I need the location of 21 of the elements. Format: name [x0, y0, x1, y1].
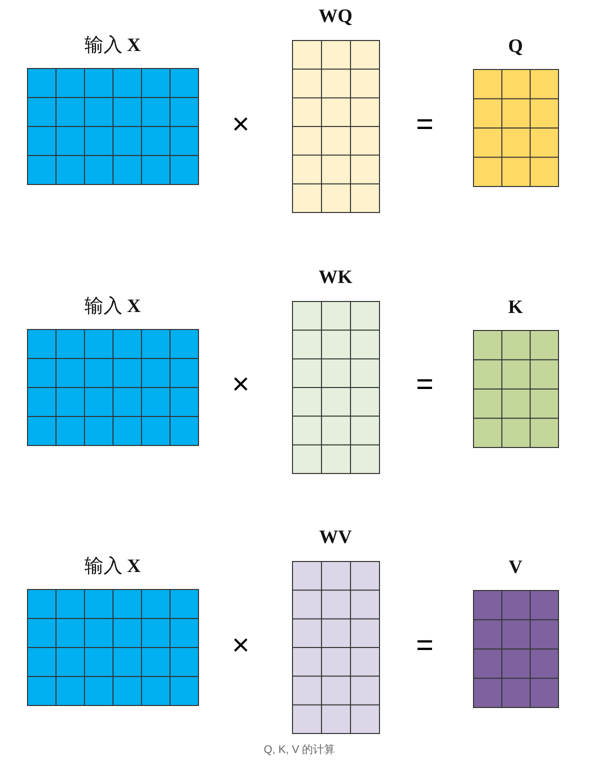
- matrix-label: Q: [507, 36, 524, 58]
- matrix: [27, 296, 198, 445]
- matrix: [27, 35, 198, 184]
- matrix-label: V: [508, 557, 524, 579]
- equals-sign: =: [416, 110, 434, 140]
- matrix-label: WV: [318, 527, 353, 549]
- matrix-label: 输入 X: [83, 296, 142, 318]
- matrix-label: WK: [318, 267, 354, 289]
- matrix-label: 输入 X: [83, 556, 142, 578]
- matrix-label: 输入 X: [83, 35, 142, 57]
- equals-sign: =: [416, 631, 434, 661]
- matrix-label: WQ: [318, 6, 354, 28]
- multiply-sign: ×: [232, 370, 250, 400]
- multiply-sign: ×: [232, 631, 250, 661]
- matrix: [473, 36, 558, 186]
- matrix: [27, 556, 198, 705]
- multiply-sign: ×: [232, 110, 250, 140]
- caption: Q, K, V 的计算: [262, 743, 336, 757]
- matrix: [292, 6, 379, 212]
- equals-sign: =: [416, 370, 434, 400]
- matrix-label: K: [507, 297, 524, 319]
